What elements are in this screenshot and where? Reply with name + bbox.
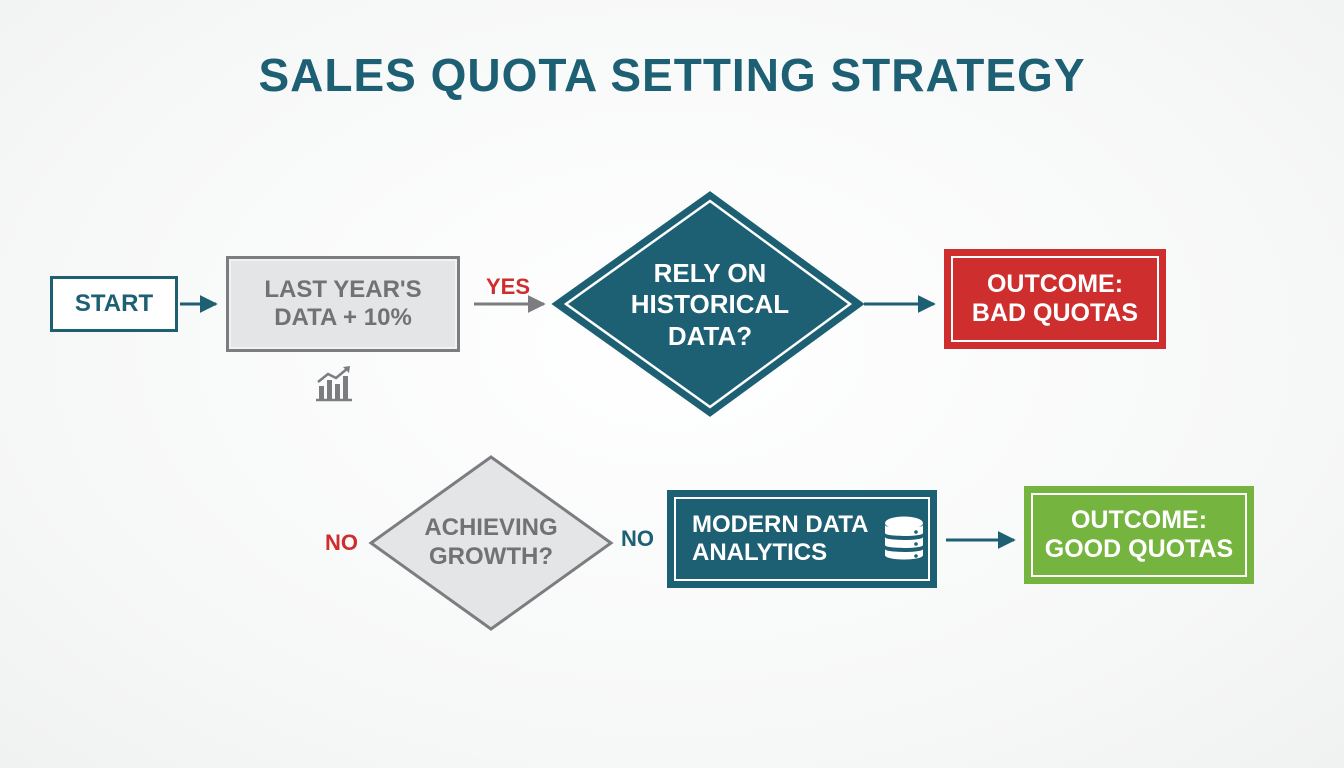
decision-diamond-inner-border <box>563 199 853 409</box>
start-label: START <box>74 290 154 318</box>
start-node: START <box>50 276 178 332</box>
outcome-bad-quotas: OUTCOME: BAD QUOTAS <box>944 249 1166 349</box>
decision-achieving-growth-label: ACHIEVING GROWTH? <box>424 514 558 570</box>
bar-chart-growth-icon <box>316 366 352 402</box>
last-year-data-label: LAST YEAR'S DATA + 10% <box>264 276 422 331</box>
good-quotas-label: OUTCOME: GOOD QUOTAS <box>1044 506 1234 563</box>
outcome-good-quotas: OUTCOME: GOOD QUOTAS <box>1024 486 1254 584</box>
bad-quotas-label: OUTCOME: BAD QUOTAS <box>971 270 1139 327</box>
modern-analytics-label: MODERN DATA ANALYTICS <box>692 511 869 566</box>
edge-label-no-right: NO <box>621 526 654 551</box>
decision-diamond-rely-historical <box>551 191 865 417</box>
edge-label-yes: YES <box>486 274 531 299</box>
diagram-title: SALES QUOTA SETTING STRATEGY <box>258 49 1086 101</box>
edge-label-no-left: NO <box>325 530 358 555</box>
decision-rely-historical-label: RELY ON HISTORICAL DATA? <box>630 258 790 351</box>
process-modern-data-analytics: MODERN DATA ANALYTICS <box>667 490 937 588</box>
process-last-year-data: LAST YEAR'S DATA + 10% <box>226 256 460 352</box>
decision-diamond-achieving-growth <box>368 455 614 631</box>
database-icon <box>885 516 924 560</box>
